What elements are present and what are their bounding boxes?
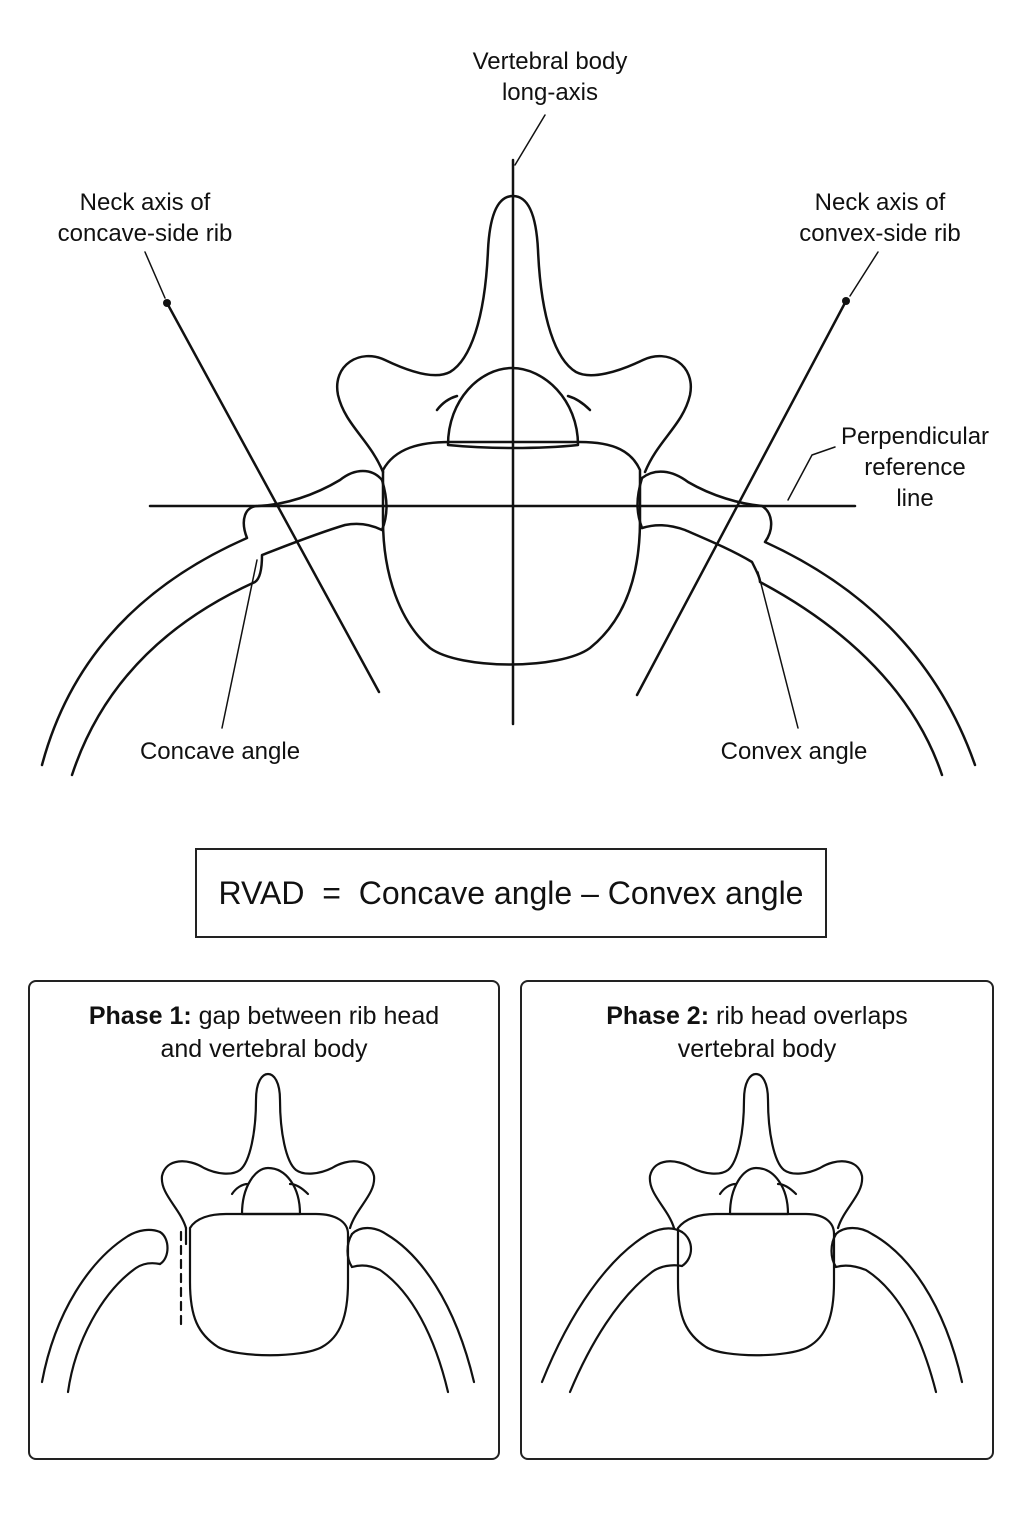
rib-left	[42, 471, 382, 765]
phase2-lamina-mark-left	[720, 1184, 736, 1194]
leader-convex-angle	[758, 572, 798, 728]
phase1-vertebral-body	[190, 1214, 348, 1355]
phase2-rib-right	[836, 1228, 962, 1382]
leader-vertebral-axis	[515, 115, 545, 165]
rib-right-cap	[638, 478, 643, 528]
main-vertebra-diagram	[0, 0, 1024, 800]
label-concave-neck-axis: Neck axis of concave-side rib	[57, 189, 233, 247]
phase2-panel: Phase 2: rib head overlaps vertebral bod…	[520, 980, 994, 1460]
lamina-mark-left	[437, 396, 457, 410]
concave-neck-axis-dot	[163, 299, 171, 307]
formula-rhs: Concave angle – Convex angle	[358, 874, 804, 911]
phase1-rib-right-inner	[352, 1266, 448, 1392]
label-concave-angle: Concave angle	[139, 738, 301, 765]
leader-convex-neck	[850, 252, 878, 296]
label-perpendicular-reference-line: Perpendicular reference line	[840, 423, 990, 512]
rib-right-inner	[642, 525, 942, 775]
phase2-vertebra-drawing	[522, 982, 994, 1460]
phase2-lamina-mark-right	[778, 1184, 796, 1194]
label-vertebral-long-axis: Vertebral body long-axis	[472, 48, 628, 106]
phase1-rib-left-head	[160, 1232, 168, 1264]
phase2-rib-left-inner	[570, 1265, 682, 1392]
convex-neck-axis	[637, 301, 846, 695]
formula-equals: =	[322, 874, 341, 911]
rib-left-inner	[72, 524, 382, 775]
phase2-title: Phase 2: rib head overlaps vertebral bod…	[606, 1002, 908, 1063]
phase2-spinal-canal	[730, 1168, 788, 1214]
phase1-rib-right	[352, 1228, 474, 1382]
phase1-rib-right-cap	[348, 1234, 353, 1267]
phase1-lamina-mark-left	[232, 1184, 248, 1194]
convex-neck-axis-dot	[842, 297, 850, 305]
phase2-rib-left	[542, 1228, 682, 1382]
formula-lhs: RVAD	[218, 874, 305, 911]
lamina-mark-right	[568, 396, 590, 410]
concave-neck-axis	[167, 303, 379, 692]
leader-concave-angle	[222, 560, 257, 728]
phase2-rib-right-inner	[836, 1266, 936, 1392]
phase1-spinal-canal	[242, 1168, 300, 1214]
phase1-posterior-arch	[162, 1074, 374, 1228]
phase2-posterior-arch	[650, 1074, 862, 1228]
leader-perpendicular	[788, 447, 835, 500]
phase1-title: Phase 1: gap between rib head and verteb…	[88, 1002, 440, 1063]
phase2-vertebral-body	[678, 1214, 834, 1355]
vertebral-body	[383, 442, 640, 665]
phase1-rib-left-inner	[68, 1263, 160, 1392]
label-convex-angle: Convex angle	[720, 738, 868, 765]
label-convex-neck-axis: Neck axis of convex-side rib	[799, 189, 961, 247]
leader-concave-neck	[145, 252, 165, 298]
rvad-formula-box: RVAD = Concave angle – Convex angle	[195, 848, 827, 938]
phase1-panel: Phase 1: gap between rib head and verteb…	[28, 980, 500, 1460]
phase2-rib-left-head	[682, 1232, 691, 1266]
rib-right	[642, 472, 975, 765]
phase2-rib-right-cap	[832, 1234, 837, 1267]
phase1-lamina-mark-right	[290, 1184, 308, 1194]
phase1-vertebra-drawing	[30, 982, 500, 1460]
phase1-rib-left	[42, 1230, 160, 1382]
